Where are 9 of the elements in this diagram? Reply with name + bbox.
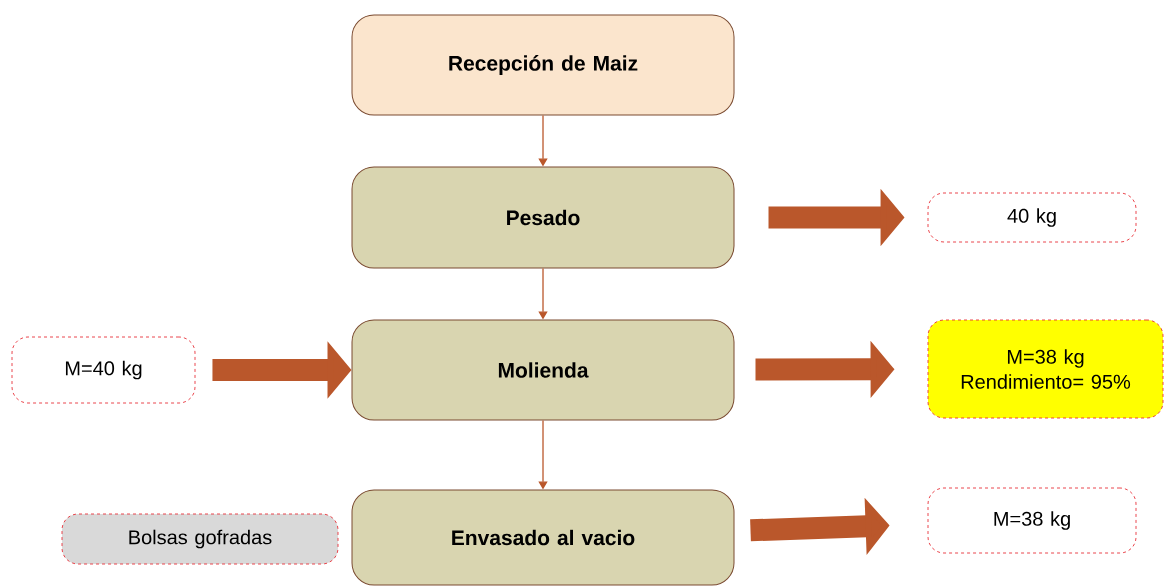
data-box: M=40 kg [11, 336, 196, 404]
process-box: Recepción de Maiz [351, 14, 735, 116]
process-box: Pesado [351, 166, 735, 269]
data-box: M=38 kg [927, 487, 1137, 554]
data-box: 40 kg [927, 192, 1137, 243]
process-box: Envasado al vacio [351, 489, 735, 586]
data-box: Bolsas gofradas [61, 513, 339, 565]
data-box: M=38 kg Rendimiento= 95% [927, 319, 1164, 419]
process-box: Molienda [351, 319, 735, 421]
